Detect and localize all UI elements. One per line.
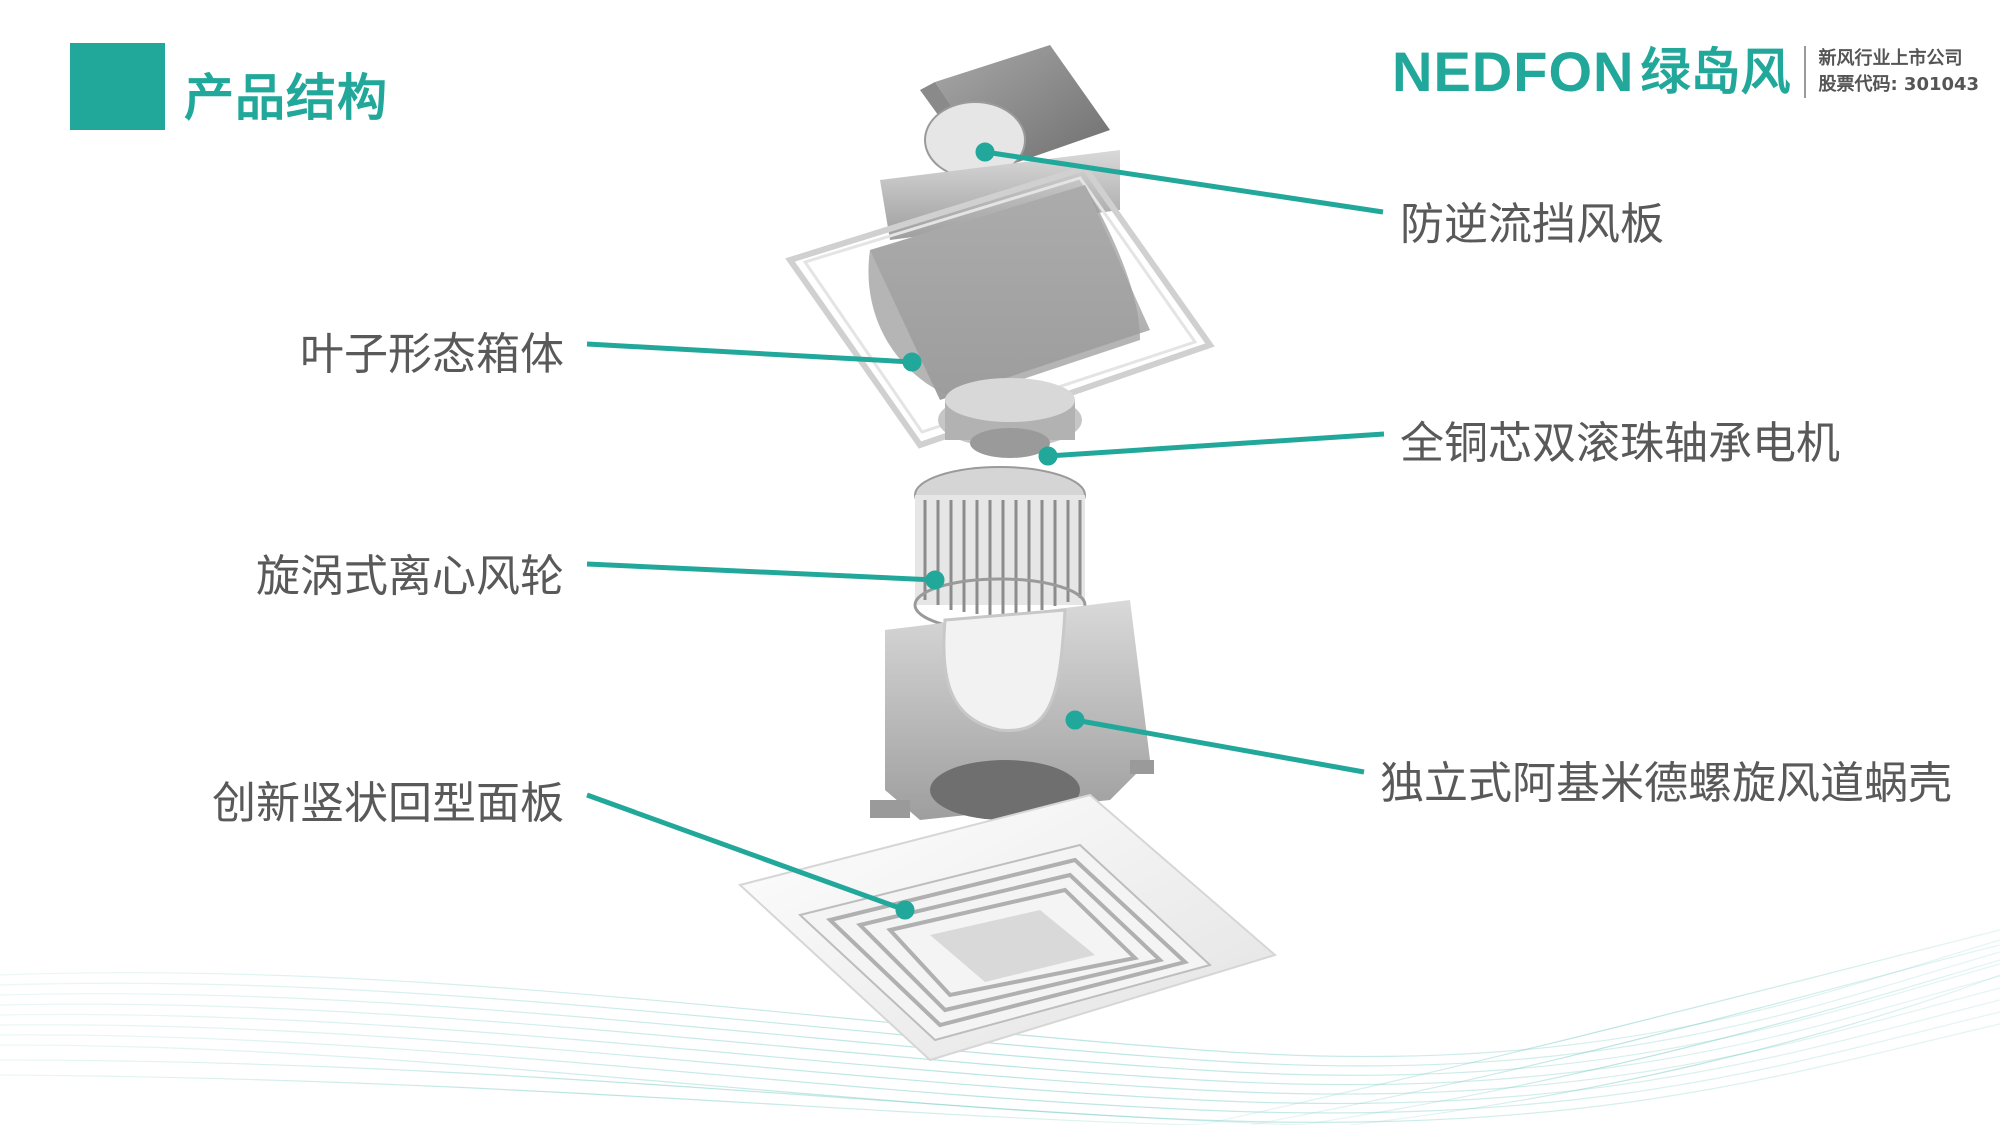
label-damper: 防逆流挡风板 (1400, 199, 1664, 250)
leader-dot-panel (895, 900, 915, 920)
label-volute: 独立式阿基米德螺旋风道蜗壳 (1380, 758, 1952, 809)
brand-name-cn: 绿岛风 (1640, 43, 1791, 101)
product-illustration (737, 45, 1278, 1062)
brand-info: 新风行业上市公司 股票代码: 301043 (1818, 46, 1979, 98)
brand-stock-code: 股票代码: 301043 (1818, 74, 1980, 95)
front-panel (737, 793, 1278, 1062)
leader-line-panel (586, 792, 906, 913)
brand-divider (1804, 46, 1807, 98)
brand-logo: NEDFON 绿岛风 新风行业上市公司 股票代码: 301043 (1392, 42, 1979, 102)
brand-tagline: 新风行业上市公司 (1818, 48, 1963, 69)
leader-line-wheel (586, 561, 936, 583)
leader-dot-volute (1065, 710, 1085, 730)
label-housing: 叶子形态箱体 (300, 329, 564, 380)
label-panel: 创新竖状回型面板 (212, 778, 564, 829)
leader-dot-housing (902, 352, 922, 372)
label-wheel: 旋涡式离心风轮 (256, 551, 564, 602)
label-motor: 全铜芯双滚珠轴承电机 (1400, 418, 1840, 469)
leader-dot-wheel (925, 570, 945, 590)
leader-lines (586, 142, 1385, 920)
leader-dot-motor (1038, 446, 1058, 466)
volute-housing (870, 600, 1154, 820)
brand-name-en: NEDFON (1392, 40, 1635, 103)
leader-line-volute (1074, 717, 1365, 775)
page-title: 产品结构 (184, 69, 388, 127)
leader-line-motor (1047, 431, 1385, 459)
leader-dot-damper (975, 142, 995, 162)
title-accent-block (70, 43, 165, 130)
motor (938, 378, 1082, 458)
leader-line-damper (984, 149, 1384, 215)
housing-box (785, 164, 1215, 449)
centrifugal-wheel (913, 466, 1087, 633)
background-waves (0, 929, 2000, 1125)
leader-line-housing (586, 341, 913, 365)
